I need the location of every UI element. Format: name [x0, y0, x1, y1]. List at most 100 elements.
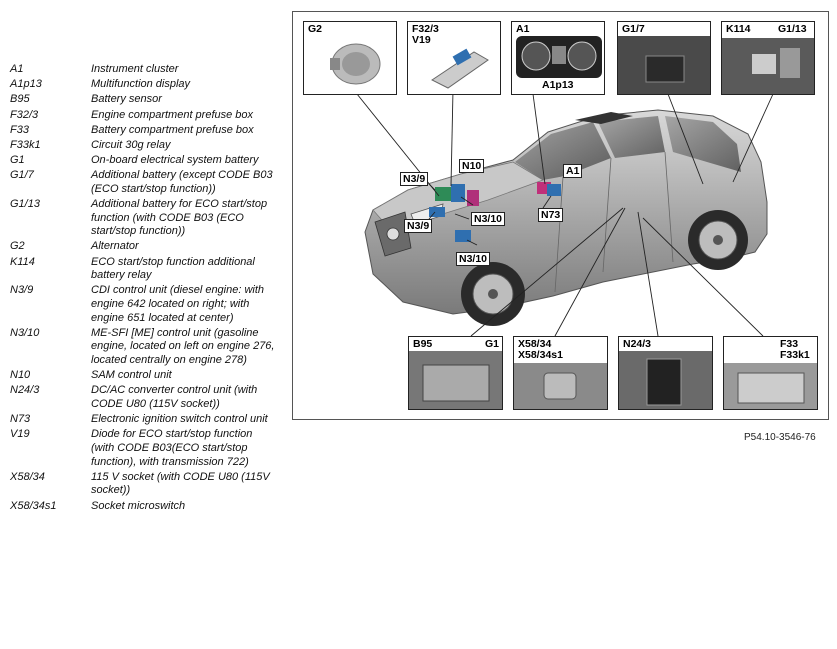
legend-code: A1p13 — [10, 78, 42, 91]
legend-row: N3/9 CDI control unit (diesel engine: wit… — [10, 284, 278, 325]
legend-row: A1p13 Multifunction display — [10, 78, 278, 92]
tag-n3-10-upper: N3/10 — [471, 212, 506, 226]
tag-a1: A1 — [563, 164, 583, 178]
label-b95: B95 — [413, 338, 433, 350]
tag-n10: N10 — [459, 159, 485, 173]
legend-description: Socket microswitch — [91, 499, 186, 512]
legend-code: N3/10 — [10, 326, 40, 339]
legend-description: DC/AC converter control unit (with CODE … — [91, 384, 258, 410]
legend-code: F33 — [10, 123, 29, 136]
callout-f33-f33k1: F33 F33k1 — [723, 336, 818, 410]
label-x58-34s1: X58/34s1 — [518, 349, 563, 361]
legend-row: N10 SAM control unit — [10, 369, 278, 383]
callout-k114-g1-13: K114 G1/13 — [721, 21, 815, 95]
label-f33k1: F33k1 — [780, 349, 810, 361]
callout-b95-g1: B95 G1 — [408, 336, 503, 410]
legend-description: Multifunction display — [91, 78, 191, 91]
legend-code: V19 — [10, 428, 30, 441]
legend-code: N73 — [10, 413, 31, 426]
legend-description: Electronic ignition switch control unit — [91, 413, 268, 426]
tag-n3-9-upper: N3/9 — [400, 172, 429, 186]
legend-code: X58/34 — [10, 470, 45, 483]
tag-n73: N73 — [538, 208, 564, 222]
legend-code: N3/9 — [10, 284, 34, 297]
car-sunroof — [575, 112, 633, 124]
component-location-diagram: G2 F32/3 V19 A1 A1p13 G1/7 K114 — [292, 11, 829, 420]
label-g1-13: G1/13 — [778, 23, 807, 35]
legend-code: B95 — [10, 93, 30, 106]
legend-row: G1/13 Additional battery for ECO start/st… — [10, 198, 278, 239]
legend-row: N73 Electronic ignition switch control un… — [10, 413, 278, 427]
callout-g2: G2 — [303, 21, 397, 95]
legend-description: Additional battery for ECO start/stop fu… — [91, 198, 268, 238]
label-a1p13: A1p13 — [542, 79, 574, 91]
label-f33: F33 — [780, 338, 799, 350]
legend-code: N10 — [10, 369, 31, 382]
legend-row: N3/10 ME-SFI [ME] control unit (gasoline … — [10, 327, 278, 368]
eco-relay-image — [722, 38, 814, 94]
legend-row: A1 Instrument cluster — [10, 63, 278, 77]
socket-image — [514, 363, 607, 409]
legend-code: G1 — [10, 154, 25, 167]
legend-description: Diode for ECO start/stop function (with … — [91, 428, 253, 468]
legend-description: SAM control unit — [91, 369, 172, 382]
callout-n24-3: N24/3 — [618, 336, 713, 410]
legend-row: G1 On-board electrical system battery — [10, 154, 278, 168]
label-x58-34: X58/34 — [518, 338, 552, 350]
car-rear-window — [665, 116, 741, 172]
legend-description: Additional battery (except CODE B03 (ECO… — [91, 169, 273, 195]
label-g2: G2 — [308, 23, 323, 35]
prefuse-box-image — [431, 48, 489, 89]
legend-description: Instrument cluster — [91, 63, 179, 75]
legend-code: A1 — [10, 63, 24, 75]
legend-description: ME-SFI [ME] control unit (gasoline engin… — [91, 326, 275, 366]
legend-code: G1/13 — [10, 198, 40, 211]
fuse-box-image — [724, 363, 817, 409]
reference-code: P54.10-3546-76 — [744, 432, 816, 443]
car-emblem — [386, 227, 400, 241]
additional-battery-image — [618, 36, 710, 94]
rear-wheel — [688, 210, 748, 270]
legend-code: F32/3 — [10, 108, 39, 121]
label-f32-3: F32/3 — [412, 23, 439, 35]
label-k114: K114 — [726, 23, 751, 35]
legend-code: N24/3 — [10, 384, 40, 397]
callout-a1: A1 A1p13 — [511, 21, 605, 95]
legend-code: F33k1 — [10, 138, 41, 151]
legend-code: K114 — [10, 255, 35, 268]
car-side-window — [598, 116, 665, 158]
instrument-cluster-image — [516, 36, 602, 78]
legend-row: K114 ECO start/stop function additional b… — [10, 256, 278, 283]
component-highlights — [429, 182, 561, 242]
legend-row: V19 Diode for ECO start/stop function (wi… — [10, 428, 278, 469]
battery-image — [409, 351, 502, 409]
tag-n3-9-lower: N3/9 — [404, 219, 433, 233]
car-windshield — [515, 122, 611, 180]
callout-x58-34: X58/34 X58/34s1 — [513, 336, 608, 410]
legend-description: Circuit 30g relay — [91, 138, 171, 151]
legend-description: Battery sensor — [91, 93, 162, 106]
converter-image — [619, 351, 712, 409]
legend-row: B95 Battery sensor — [10, 93, 278, 107]
alternator-image — [330, 43, 381, 85]
callout-f32-3-v19: F32/3 V19 — [407, 21, 501, 95]
label-a1: A1 — [516, 23, 530, 35]
legend-description: Alternator — [91, 240, 139, 253]
legend-code: G2 — [10, 240, 25, 253]
legend-description: ECO start/stop function additional batte… — [91, 255, 255, 282]
leader-lines — [356, 89, 774, 337]
label-g1: G1 — [485, 338, 500, 350]
legend-code: G1/7 — [10, 169, 34, 182]
legend-description: On-board electrical system battery — [91, 154, 259, 167]
label-g1-7: G1/7 — [622, 23, 645, 35]
front-wheel — [461, 262, 525, 326]
legend-description: 115 V socket (with CODE U80 (115V socket… — [91, 470, 270, 497]
legend-description: CDI control unit (diesel engine: with en… — [91, 284, 265, 324]
label-v19: V19 — [412, 34, 431, 46]
callout-g1-7: G1/7 — [617, 21, 711, 95]
label-n24-3: N24/3 — [623, 338, 652, 350]
